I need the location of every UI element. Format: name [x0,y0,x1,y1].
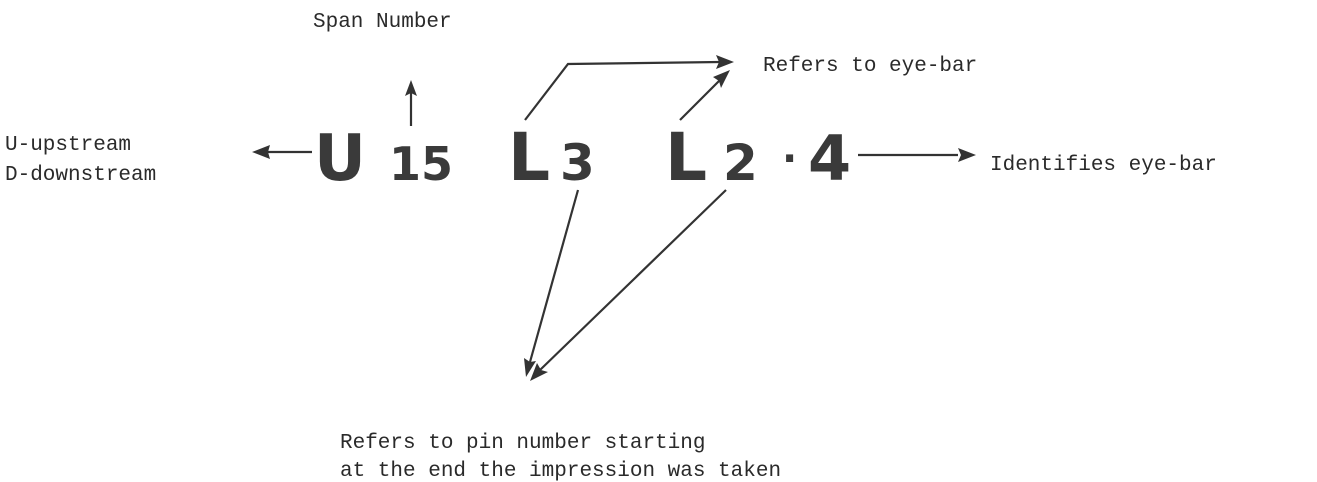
arrow-from-first-eyebar-letter [524,55,734,121]
code-eyebar-letter-2: L [665,119,707,196]
arrow-to-span-number [405,80,417,126]
code-pin-number-2: 2 [723,134,758,192]
identifies-eyebar-label: Identifies eye-bar [990,154,1217,177]
arrow-to-identifies-eyebar [858,148,976,162]
arrow-to-direction [252,145,312,159]
code-separator-dot: · [782,136,797,182]
span-number-label: Span Number [313,11,452,34]
code-eyebar-number: 4 [808,122,851,195]
arrow-from-pin-number-2 [530,189,727,381]
upstream-label: U-upstream [5,134,131,157]
arrow-from-second-eyebar-letter [679,70,730,121]
code-pin-number-1: 3 [560,134,595,192]
code-eyebar-letter-1: L [508,119,550,196]
downstream-label: D-downstream [5,164,156,187]
pin-number-label-line2: at the end the impression was taken [340,460,781,482]
pin-number-label-line1: Refers to pin number starting [340,432,705,455]
code-direction-letter: U [314,122,366,196]
refers-eyebar-label: Refers to eye-bar [763,55,977,78]
code-span-number: 15 [389,137,453,191]
arrow-from-pin-number-1 [524,189,580,377]
